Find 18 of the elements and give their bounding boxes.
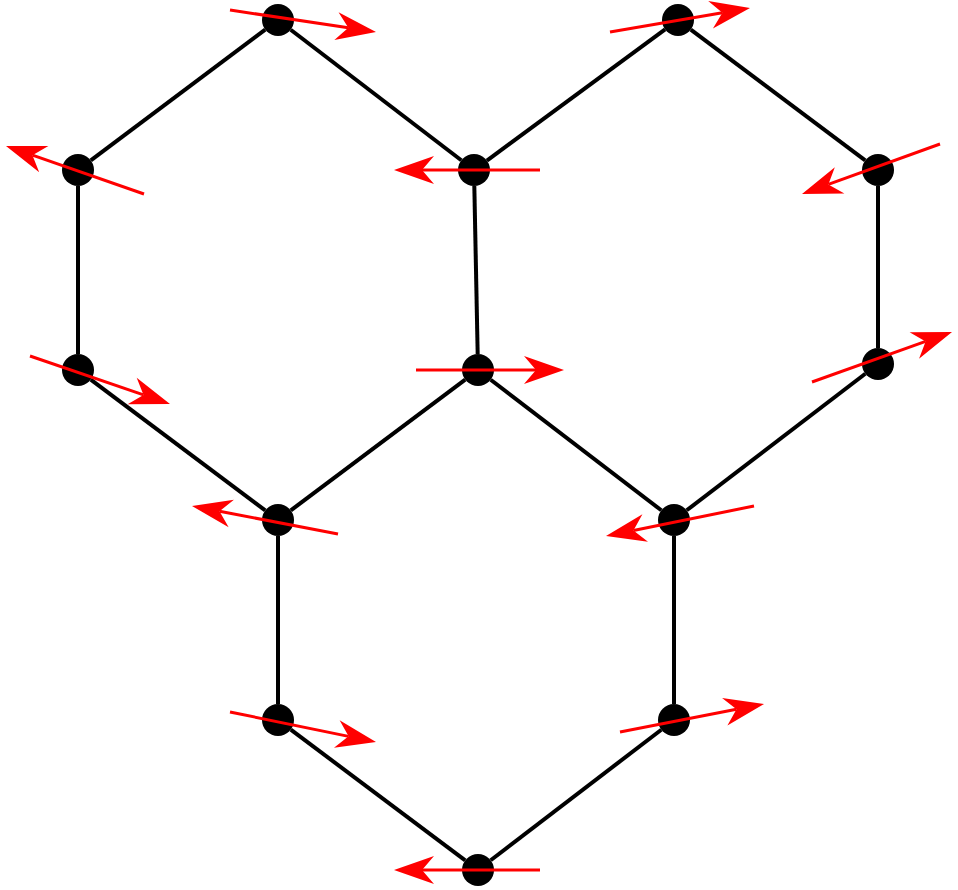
edge-line — [485, 27, 667, 163]
edge-line — [76, 186, 80, 354]
edge-line — [685, 372, 867, 512]
edge-line — [689, 28, 867, 162]
vertex-dot — [462, 354, 494, 386]
edge-line — [89, 378, 267, 512]
edge-line — [289, 378, 467, 512]
edge-line — [289, 28, 463, 162]
edge-line — [472, 185, 480, 355]
vertex-dot — [458, 154, 490, 186]
edge-line — [489, 728, 663, 862]
edge-line — [289, 728, 467, 862]
edge-line — [876, 186, 880, 348]
edge-line — [89, 28, 267, 162]
edge-line — [489, 378, 663, 512]
vertex-dot — [462, 854, 494, 886]
edge-line — [276, 536, 280, 704]
edge-line — [672, 536, 676, 704]
